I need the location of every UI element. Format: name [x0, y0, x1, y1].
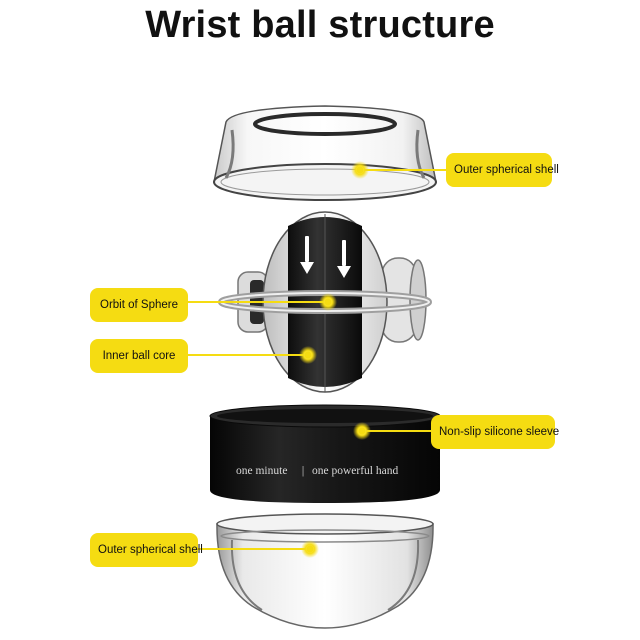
callout-bottom-shell: Outer spherical shell [90, 533, 203, 567]
bottom-shell-bowl [216, 513, 434, 629]
sleeve-text-right: one powerful hand [312, 465, 398, 477]
callout-orbit: Orbit of Sphere [90, 288, 188, 322]
silicone-sleeve: one minute | one powerful hand [209, 404, 441, 503]
callout-sleeve: Non-slip silicone sleeve [431, 415, 559, 449]
callout-core: Inner ball core [90, 339, 188, 373]
sleeve-text-left: one minute [236, 465, 287, 477]
top-shell-dome [213, 105, 437, 201]
sleeve-text-separator: | [302, 465, 304, 477]
page-title: Wrist ball structure [145, 4, 495, 46]
callout-top-shell: Outer spherical shell [446, 153, 559, 187]
rotation-arrows [300, 236, 351, 278]
callout-leaders [188, 161, 446, 558]
